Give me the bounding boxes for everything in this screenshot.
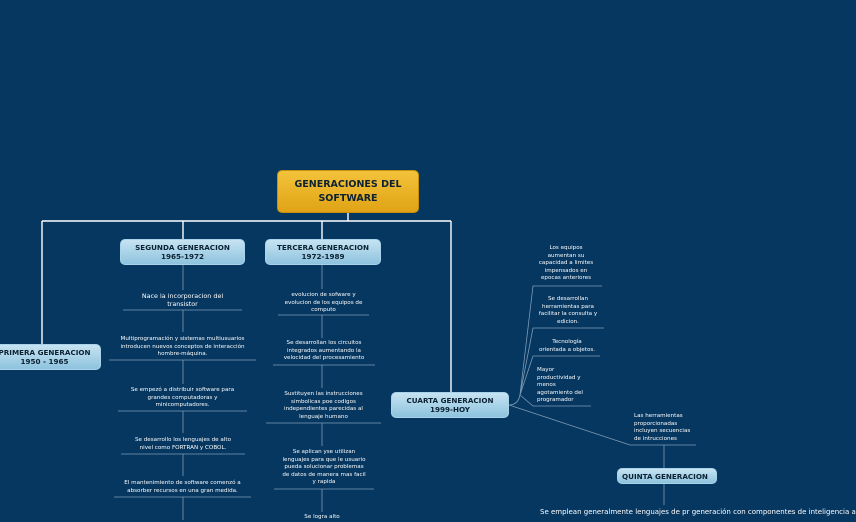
segunda-item[interactable]: El mantenimiento de software comenzó a a… [124, 480, 241, 494]
tercera-item[interactable]: Se desarrollan los circuitos integrados … [283, 340, 365, 362]
quinta-generacion-node[interactable]: QUINTA GENERACION [617, 468, 717, 484]
tercera-generacion-title: TERCERA GENERACION 1972-1989 [276, 243, 370, 261]
main-connectors [41, 213, 452, 392]
root-node[interactable]: GENERACIONES DEL SOFTWARE [277, 170, 419, 213]
cuarta-item[interactable]: Mayor productividad y menos agotamiento … [537, 367, 583, 404]
quinta-generacion-title: QUINTA GENERACION [622, 471, 708, 481]
primera-generacion-node[interactable]: PRIMERA GENERACION 1950 - 1965 [0, 344, 101, 370]
cuarta-generacion-node[interactable]: CUARTA GENERACION 1999-HOY [391, 392, 509, 418]
tercera-generacion-node[interactable]: TERCERA GENERACION 1972-1989 [265, 239, 381, 265]
cuarta-item[interactable]: Tecnología orientada a objetos. [538, 339, 596, 353]
connector-lines [41, 213, 696, 520]
cuarta-item[interactable]: Se desarrollan herramientas para facilit… [538, 296, 598, 325]
quinta-item[interactable]: Las herramientas proporcionadas incluyen… [634, 413, 691, 442]
cuarta-generacion-title: CUARTA GENERACION 1999-HOY [406, 396, 494, 414]
tercera-item[interactable]: Se aplican yse utilizan lenguajes para q… [282, 449, 366, 486]
tercera-item[interactable]: evolucion de sofware y evolucion de los … [284, 292, 363, 314]
segunda-item[interactable]: Multiprogramación y sistemas multiusuari… [120, 336, 245, 358]
cuarta-item[interactable]: Los equipos aumentan su capacidad a limi… [538, 245, 594, 282]
segunda-item[interactable]: Se desarrollo los lenguajes de alto nive… [134, 437, 231, 451]
segunda-generacion-node[interactable]: SEGUNDA GENERACION 1965-1972 [120, 239, 245, 265]
segunda-generacion-title: SEGUNDA GENERACION 1965-1972 [135, 243, 230, 261]
primera-generacion-title: PRIMERA GENERACION 1950 - 1965 [0, 348, 91, 366]
segunda-item[interactable]: Se empezó a distribuir software para gra… [130, 387, 235, 409]
quinta-item[interactable]: Se emplean generalmente lenguajes de pr … [540, 508, 856, 516]
tercera-item[interactable]: Sustituyen las instrucciones simbolicas … [284, 391, 363, 420]
segunda-item[interactable]: Nace la incorporacion del transistor [141, 292, 224, 309]
tercera-item[interactable]: Se logra alto [304, 514, 340, 520]
item-connectors [109, 265, 696, 520]
root-title: GENERACIONES DEL SOFTWARE [294, 178, 402, 204]
